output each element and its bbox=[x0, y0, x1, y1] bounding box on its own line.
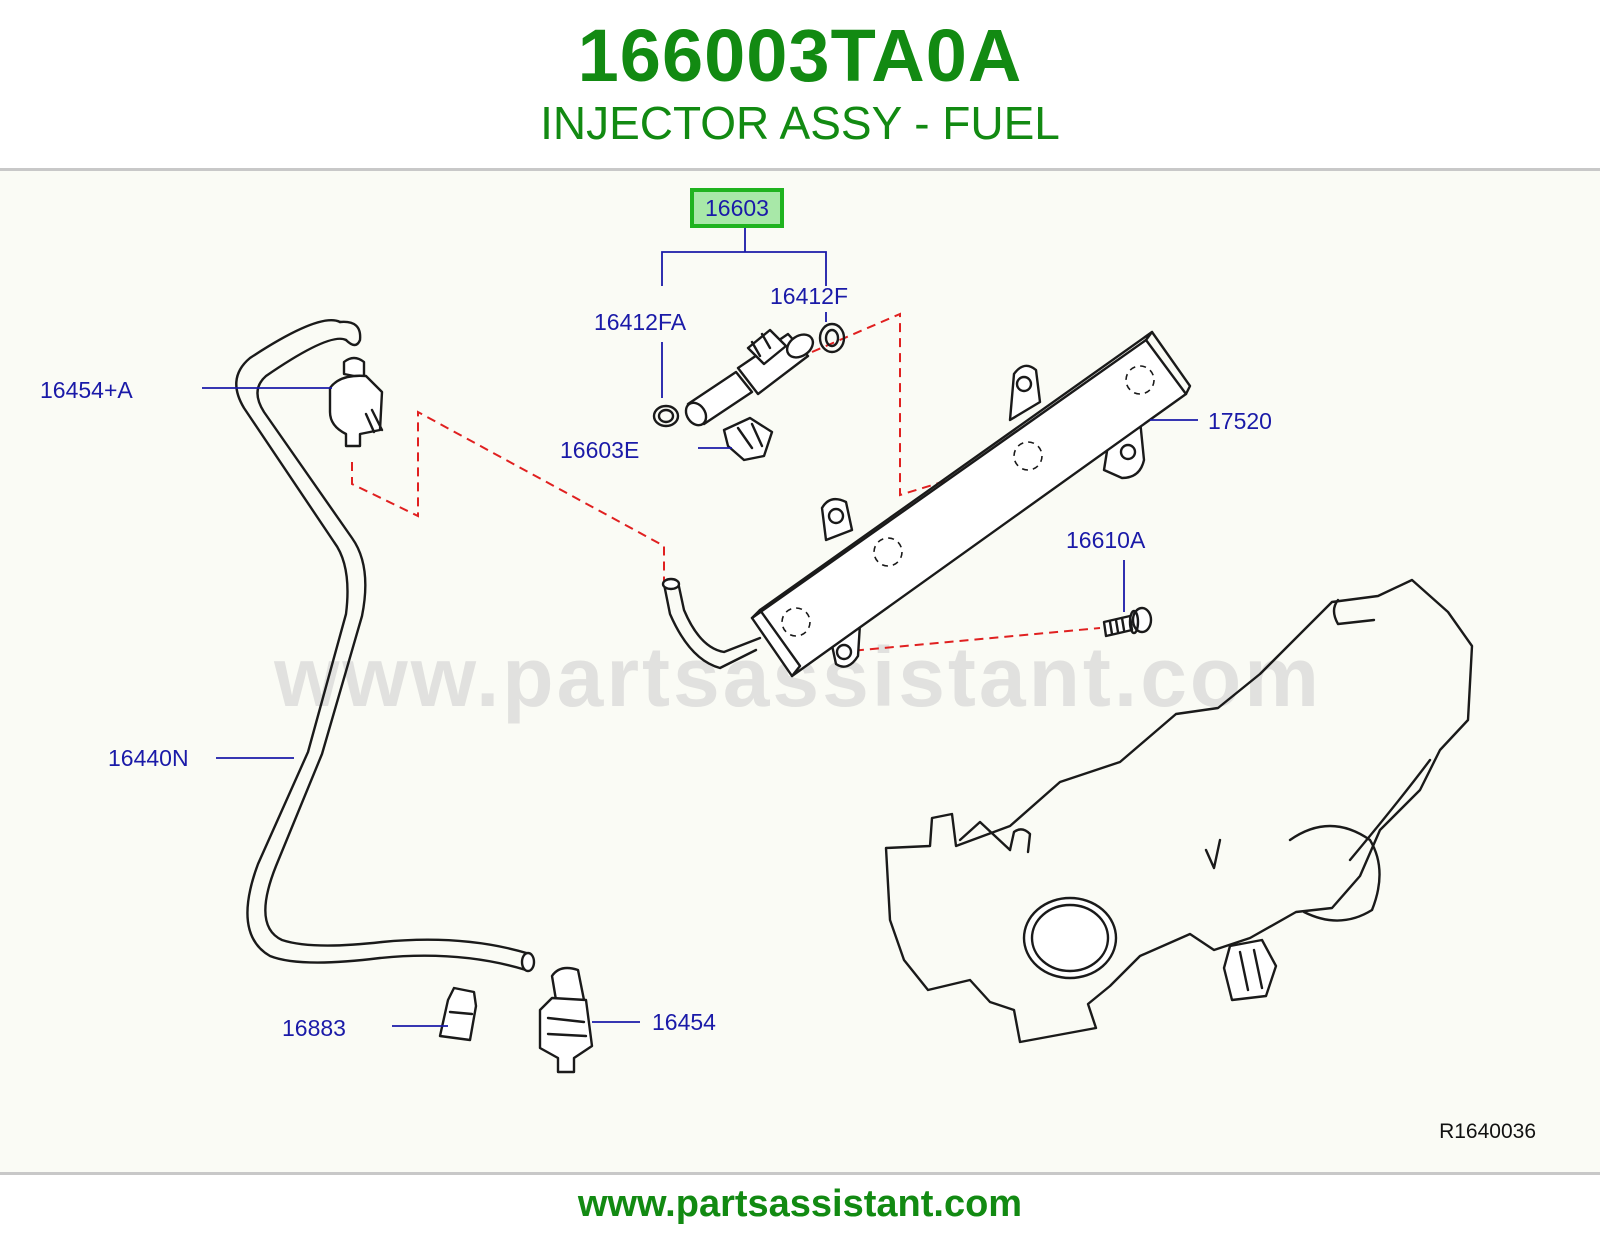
callout-16603-bracket bbox=[661, 228, 827, 286]
footer-website-link[interactable]: www.partsassistant.com bbox=[577, 1183, 1023, 1225]
callout-16603-group[interactable]: 16603 bbox=[690, 188, 784, 228]
callout-16883[interactable]: 16883 bbox=[282, 1015, 346, 1041]
callout-16454A-group[interactable]: 16454+A bbox=[40, 377, 133, 403]
callout-17520-group[interactable]: 17520 bbox=[1208, 408, 1272, 434]
fuel-rail-drawing bbox=[661, 330, 1192, 678]
intake-manifold-drawing bbox=[884, 578, 1474, 1044]
assembly-guide-lines bbox=[351, 312, 1101, 653]
hose-connector-lower-drawing bbox=[538, 966, 594, 1074]
callout-16412F[interactable]: 16412F bbox=[770, 283, 848, 309]
callout-16883-group[interactable]: 16883 bbox=[282, 1015, 346, 1041]
part-number-title: 166003TA0A bbox=[577, 14, 1023, 97]
callout-17520[interactable]: 17520 bbox=[1208, 408, 1272, 434]
callout-16440N[interactable]: 16440N bbox=[108, 745, 189, 771]
page-header: 166003TA0A INJECTOR ASSY - FUEL bbox=[0, 0, 1600, 168]
callout-16603E[interactable]: 16603E bbox=[560, 437, 639, 463]
callout-16454-group[interactable]: 16454 bbox=[652, 1009, 716, 1035]
footer-divider bbox=[0, 1172, 1600, 1175]
fuel-injector-drawing bbox=[652, 322, 846, 462]
fuel-hose-drawing bbox=[235, 319, 536, 973]
callout-16412FA[interactable]: 16412FA bbox=[594, 309, 687, 335]
callout-16610A-group[interactable]: 16610A bbox=[1066, 527, 1146, 553]
callout-16440N-group[interactable]: 16440N bbox=[108, 745, 189, 771]
bolt-drawing bbox=[1102, 606, 1153, 638]
callout-16603-highlight-box[interactable] bbox=[690, 188, 784, 228]
part-name-subtitle: INJECTOR ASSY - FUEL bbox=[540, 97, 1060, 149]
callout-16412FA-group[interactable]: 16412FA bbox=[594, 309, 687, 335]
callout-16454[interactable]: 16454 bbox=[652, 1009, 716, 1035]
hose-clamp-drawing bbox=[438, 986, 478, 1042]
callout-16412F-group[interactable]: 16412F bbox=[770, 283, 848, 309]
callout-16603E-group[interactable]: 16603E bbox=[560, 437, 639, 463]
callout-16454A[interactable]: 16454+A bbox=[40, 377, 133, 403]
header-divider bbox=[0, 168, 1600, 171]
hose-connector-upper-drawing bbox=[328, 356, 384, 448]
diagram-reference-code: R1640036 bbox=[1439, 1120, 1536, 1143]
callout-16610A[interactable]: 16610A bbox=[1066, 527, 1146, 553]
callout-16603[interactable]: 16603 bbox=[705, 195, 769, 221]
